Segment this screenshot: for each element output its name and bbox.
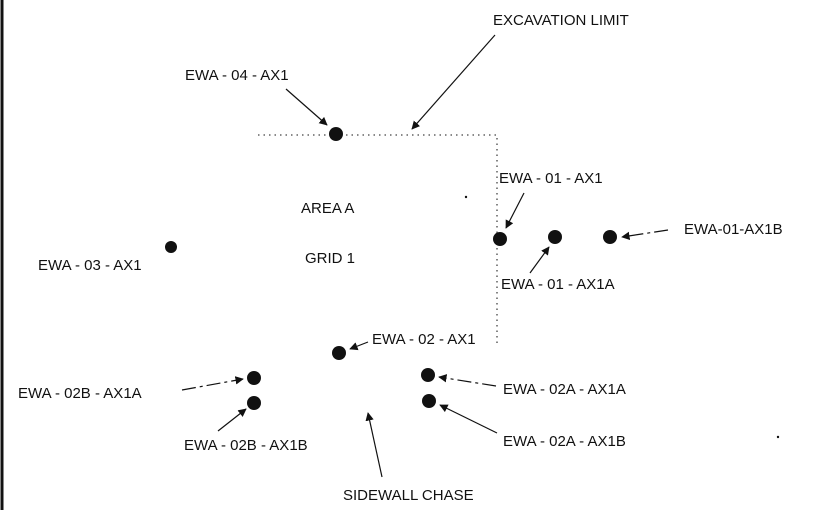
arrow-ewa-02b-ax1b <box>217 408 247 432</box>
label-ewa-04-ax1: EWA - 04 - AX1 <box>185 67 289 84</box>
label-area: AREA A <box>301 200 354 217</box>
label-ewa-01-ax1: EWA - 01 - AX1 <box>499 170 603 187</box>
label-ewa-02-ax1: EWA - 02 - AX1 <box>372 331 476 348</box>
arrow-ewa-01-ax1 <box>505 192 525 229</box>
label-ewa-02a-ax1a: EWA - 02A - AX1A <box>503 381 626 398</box>
speck <box>464 195 468 199</box>
label-ewa-02a-ax1b: EWA - 02A - AX1B <box>503 433 626 450</box>
label-ewa-02b-ax1a: EWA - 02B - AX1A <box>18 385 142 402</box>
arrow-ewa-01-ax1a <box>529 246 550 274</box>
sample-point-ewa-01-ax1 <box>493 232 507 246</box>
sample-point-ewa-02a-ax1b <box>422 394 436 408</box>
sample-point-ewa-03-ax1 <box>165 241 177 253</box>
label-ewa-01-ax1b: EWA-01-AX1B <box>684 221 783 238</box>
speck <box>776 435 780 439</box>
sample-point-ewa-01-ax1a <box>548 230 562 244</box>
excavation-boundary <box>258 134 498 345</box>
arrow-ewa-02a-ax1b <box>439 404 498 434</box>
arrow-ewa-01-ax1b <box>621 229 669 241</box>
label-excavation-limit: EXCAVATION LIMIT <box>493 12 629 29</box>
label-grid: GRID 1 <box>305 250 355 267</box>
sample-point-ewa-01-ax1b <box>603 230 617 244</box>
sample-point-ewa-02-ax1 <box>332 346 346 360</box>
label-ewa-01-ax1a: EWA - 01 - AX1A <box>501 276 615 293</box>
sample-point-ewa-02a-ax1a <box>421 368 435 382</box>
arrow-ewa-02a-ax1a <box>438 374 497 387</box>
label-ewa-03-ax1: EWA - 03 - AX1 <box>38 257 142 274</box>
arrow-ewa-04-ax1 <box>285 88 328 126</box>
sample-point-ewa-02b-ax1a <box>247 371 261 385</box>
label-ewa-02b-ax1b: EWA - 02B - AX1B <box>184 437 308 454</box>
arrow-ewa-02b-ax1a <box>181 376 244 391</box>
arrow-sidewall-chase <box>365 412 383 478</box>
label-sidewall-chase: SIDEWALL CHASE <box>343 487 474 504</box>
sample-point-ewa-04-ax1 <box>329 127 343 141</box>
sample-point-ewa-02b-ax1b <box>247 396 261 410</box>
arrow-ewa-02-ax1 <box>349 341 369 351</box>
arrow-excavation-limit <box>411 34 496 130</box>
